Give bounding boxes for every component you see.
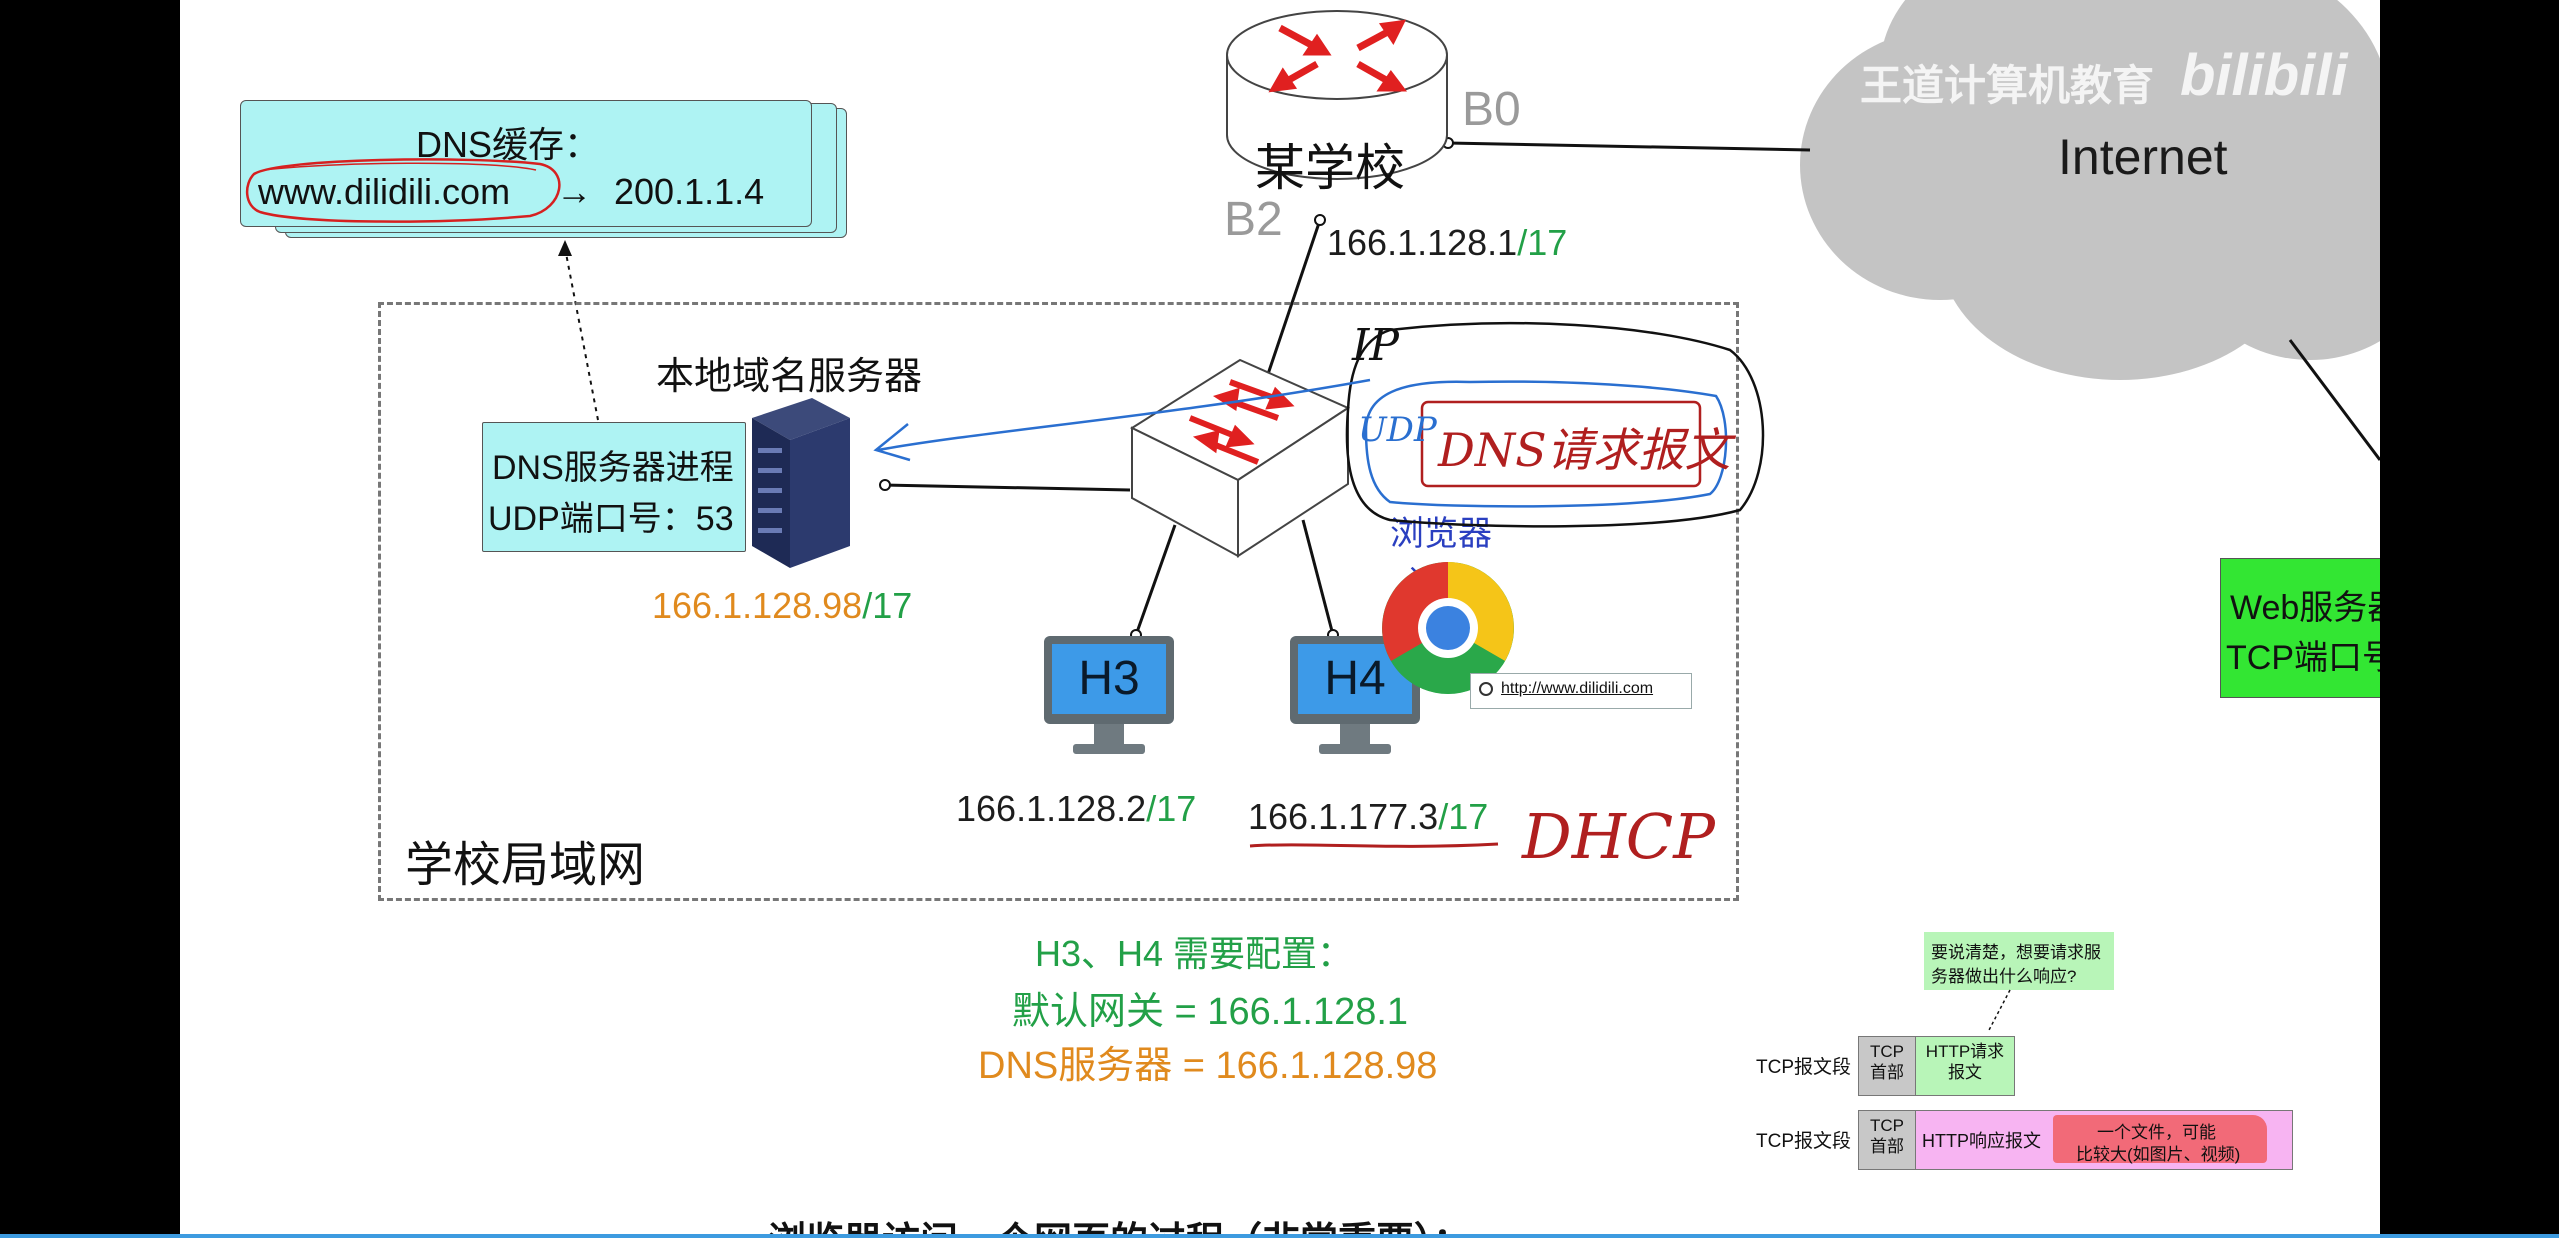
- browser-url: http://www.dilidili.com: [1501, 680, 1654, 697]
- server-icon: [742, 398, 850, 568]
- h4-ip-underline: [1249, 842, 1499, 848]
- tcp-row2-header: TCP 首部: [1858, 1110, 1916, 1170]
- lan-label: 学校局域网: [405, 839, 646, 892]
- host-h3: H3: [1044, 636, 1184, 776]
- annotation-dns-request: DNS请求报文: [1438, 423, 1731, 477]
- h3-ip-address: 166.1.128.2/17: [956, 788, 1196, 830]
- dns-process-line2: UDP端口号：53: [488, 500, 734, 538]
- tcp-note-line2: 务器做出什么响应?: [1931, 967, 2077, 986]
- router-port-b0: B0: [1462, 83, 1521, 136]
- internet-label: Internet: [2058, 129, 2228, 185]
- ip-packet-scribble: [1345, 321, 1765, 528]
- tcp-note-pointer: [1987, 989, 2011, 1033]
- tcp-row1-label: TCP报文段: [1756, 1057, 1852, 1078]
- web-server-note: [2220, 558, 2380, 698]
- tcp-note: [1924, 932, 2114, 990]
- web-server-line2: TCP端口号: [2226, 639, 2380, 677]
- h3-ip: 166.1.128.2: [956, 788, 1147, 829]
- diagram-canvas: 王道计算机教育 bilibili Internet 学校局域网: [180, 0, 2380, 1238]
- tcp-row1-http-request: HTTP请求 报文: [1915, 1036, 2015, 1096]
- config-line1: H3、H4 需要配置：: [1035, 933, 1354, 974]
- h4-ip-mask: /17: [1438, 796, 1489, 837]
- h4-ip: 166.1.177.3: [1248, 796, 1439, 837]
- router-label: 某学校: [1255, 140, 1405, 196]
- tcp-row1-header-line2: 首部: [1870, 1063, 1904, 1082]
- config-line3: DNS服务器 = 166.1.128.98: [978, 1045, 1438, 1087]
- tcp-row2-file-line2: 比较大(如图片、视频): [2076, 1145, 2241, 1164]
- video-progress-line: [0, 1234, 2559, 1238]
- dns-process-note: [482, 422, 746, 552]
- config-line2: 默认网关 = 166.1.128.1: [1012, 991, 1409, 1033]
- dns-server-ip-mask: /17: [862, 585, 913, 626]
- h3-name: H3: [1052, 644, 1166, 714]
- h4-monitor-neck: [1340, 724, 1370, 746]
- annotation-udp: UDP: [1358, 410, 1437, 450]
- router-ip: 166.1.128.1: [1327, 222, 1518, 263]
- lock-icon: [1479, 682, 1493, 696]
- annotation-ip: IP: [1352, 320, 1399, 371]
- bilibili-logo: bilibili: [2180, 43, 2348, 108]
- bottom-title: 浏览器访问一个网页的过程（非常重要）：: [768, 1210, 1471, 1238]
- tcp-row1-header: TCP 首部: [1858, 1036, 1916, 1096]
- tcp-row1-body-line1: HTTP请求: [1925, 1042, 2005, 1061]
- router-ip-address: 166.1.128.1/17: [1327, 222, 1567, 264]
- dns-server-ip: 166.1.128.98: [652, 585, 863, 626]
- dns-cache-ip: 200.1.1.4: [614, 171, 765, 212]
- annotation-dhcp: DHCP: [1522, 800, 1715, 873]
- dns-process-line1: DNS服务器进程: [492, 449, 734, 487]
- network-links: [558, 137, 2380, 641]
- dns-cache-arrow: →: [556, 171, 592, 212]
- web-server-line1: Web服务器: [2230, 589, 2380, 627]
- tcp-note-line1: 要说清楚，想要请求服: [1931, 943, 2101, 962]
- h4-monitor-base: [1319, 744, 1391, 754]
- tcp-row2-file-line1: 一个文件，可能: [2097, 1123, 2216, 1142]
- tcp-row2-header-line1: TCP: [1870, 1116, 1904, 1135]
- h3-monitor-neck: [1094, 724, 1124, 746]
- watermark-text: 王道计算机教育: [1860, 62, 2155, 109]
- domain-highlight-scribble: [246, 158, 561, 223]
- local-dns-title: 本地域名服务器: [656, 356, 923, 398]
- tcp-row2-file: [2053, 1115, 2267, 1163]
- h3-monitor-base: [1073, 744, 1145, 754]
- dns-server-ip-address: 166.1.128.98/17: [652, 585, 912, 627]
- router-port-b2: B2: [1224, 193, 1283, 246]
- browser-url-bar[interactable]: http://www.dilidili.com: [1470, 673, 1692, 709]
- tcp-row1-body-line2: 报文: [1948, 1063, 1982, 1082]
- tcp-row2-body: HTTP响应报文: [1922, 1131, 2041, 1151]
- h4-ip-address: 166.1.177.3/17: [1248, 796, 1488, 838]
- dns-cache-title: DNS缓存：: [416, 124, 601, 165]
- lan-boundary: [378, 302, 1739, 901]
- tcp-row1-header-line1: TCP: [1870, 1042, 1904, 1061]
- packet-flow-arrow: [873, 378, 1371, 462]
- h3-monitor: H3: [1044, 636, 1174, 724]
- tcp-row2-header-line2: 首部: [1870, 1137, 1904, 1156]
- router: [1225, 0, 1450, 180]
- switch: [1129, 358, 1351, 558]
- h3-ip-mask: /17: [1146, 788, 1197, 829]
- dns-cache-domain: www.dilidili.com: [258, 171, 511, 212]
- tcp-row2-label: TCP报文段: [1756, 1131, 1852, 1152]
- router-ip-mask: /17: [1517, 222, 1568, 263]
